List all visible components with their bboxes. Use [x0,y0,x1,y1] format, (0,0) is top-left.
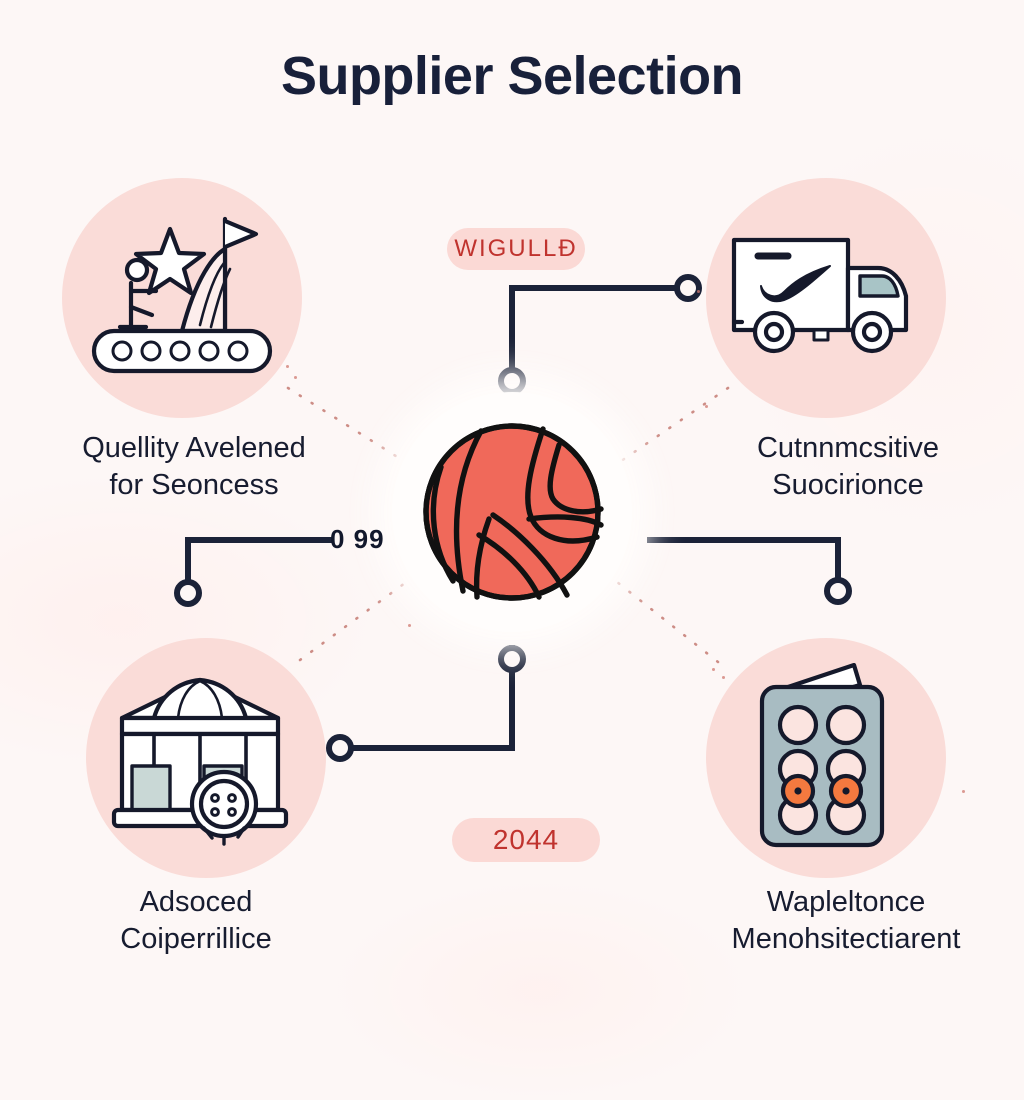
node-label-bottom-right: Wapleltonce Menohsitectiarent [731,886,961,956]
page-title: Supplier Selection [280,46,744,106]
factory-dome-badge-icon [111,677,289,846]
node-label-bottom-left: Adsoced Coiperrillice [120,886,272,956]
connector-left [185,537,333,585]
node-top-right[interactable] [706,178,946,418]
dotted-line-top-left [286,386,420,472]
delivery-truck-icon [731,237,909,354]
speck-decoration [962,790,965,793]
node-top-left[interactable] [62,178,302,418]
connector-endpoint-truck [674,274,702,302]
connector-endpoint-right-bottom [824,577,852,605]
connector-bottom [345,645,515,751]
blister-pack-icon [759,663,885,848]
badge-bottom[interactable]: 2044 [452,818,600,862]
conveyor-belt-star-flag-icon [91,216,273,374]
badge-top[interactable]: WIGULLĐ [447,228,585,270]
center-hub[interactable] [392,392,632,632]
dotted-line-bottom-right [610,576,720,664]
dotted-connector-layer [286,386,730,664]
node-label-top-left: Quellity Avelened for Seoncess [82,432,306,502]
speck-decoration [705,405,708,408]
connector-endpoint-left-bottom [174,579,202,607]
connector-endpoint-bottom-left [326,734,354,762]
connector-value-label: 0 99 [330,524,385,554]
infographic-canvas: Supplier Selection [0,46,1024,1100]
connector-endpoint-hub-top [498,367,526,395]
ball-icon [423,423,604,601]
connector-endpoint-hub-bottom [498,645,526,673]
speck-decoration [712,668,715,671]
speck-decoration [697,290,700,293]
node-label-top-right: Cutnnmcsitive Suocirionce [756,432,940,502]
speck-decoration [294,376,297,379]
connector-top [509,285,681,381]
connector-right [647,537,841,583]
speck-decoration [722,676,725,679]
elbow-connector-layer [174,274,852,762]
node-bottom-right[interactable] [706,638,946,878]
speck-decoration [286,365,289,368]
speck-decoration [408,624,411,627]
node-bottom-left[interactable] [86,638,326,878]
